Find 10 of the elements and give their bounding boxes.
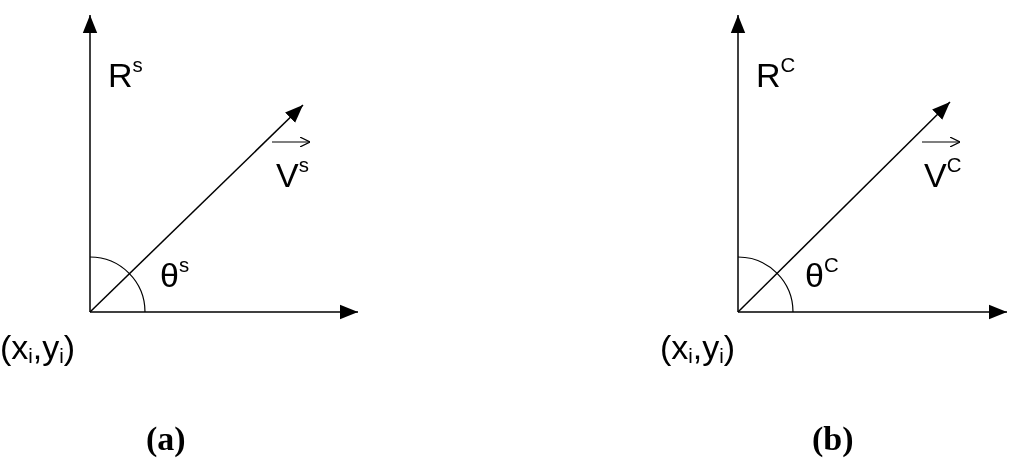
panel-caption: (b)	[812, 422, 854, 456]
origin-label: (x$_{i}$,y$_{i}$)	[0, 330, 76, 364]
panel-caption: (a)	[146, 422, 186, 456]
axis-label: R$^{s}$	[108, 58, 143, 92]
vector-label: V$^{s}$	[276, 158, 309, 192]
angle-label: θ$^{C}$	[805, 258, 839, 292]
origin-label: (x$_{i}$,y$_{i}$)	[660, 330, 736, 364]
angle-label: θ$^{s}$	[160, 258, 190, 292]
vector-label: V$^{C}$	[924, 158, 962, 192]
axis-label: R$^{C}$	[756, 58, 796, 92]
